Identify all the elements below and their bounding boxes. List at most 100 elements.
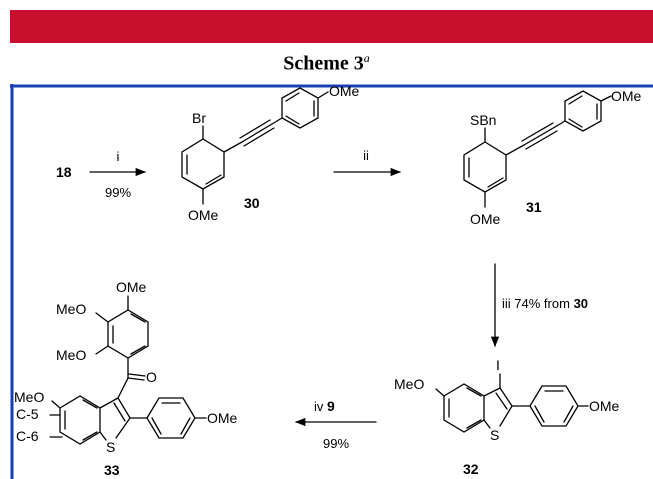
compound-31: SBn OMe OMe 31: [463, 88, 642, 227]
compound-33-meo-mid: MeO: [56, 301, 86, 317]
compound-32-aryl-ring: [529, 385, 579, 427]
compound-31-alkyne-link-b: [554, 120, 566, 128]
compound-33-c6-label: C-6: [16, 428, 39, 444]
compound-33: S MeO C-5 C-6 OMe O OMe MeO MeO 33: [14, 279, 238, 478]
compound-31-alkyne-1: [523, 126, 556, 146]
compound-30-ring-b: [281, 87, 319, 129]
compound-32-c2-c3-bond: [499, 387, 513, 407]
compound-30: Br OMe OMe 30: [181, 84, 360, 223]
compound-31-alkyne-3: [525, 130, 558, 150]
compound-30-ring-b-double-3: [285, 115, 300, 125]
compound-32-c2-s-bond: [499, 405, 513, 427]
compound-33-trimethoxy-ring: [107, 309, 149, 359]
compound-30-ome2-bond: [317, 91, 329, 99]
compound-30-ring-a-double-2: [205, 174, 222, 185]
compound-33-benzo-double-3: [82, 399, 98, 409]
compound-33-co-double-1: [127, 377, 145, 381]
step-iv-ref: 9: [327, 398, 335, 414]
compound-33-co-double-2: [128, 373, 146, 377]
compound-33-s-c7a-bond: [99, 431, 107, 441]
compound-33-c2-c3-bond: [117, 397, 131, 419]
scheme-title-superscript: a: [363, 51, 370, 65]
compound-32-c3-bond: [483, 387, 501, 397]
step-ii-reagent: ii: [363, 148, 369, 163]
compound-30-alkyne-link-a: [223, 141, 243, 153]
compound-30-label: 30: [244, 195, 260, 211]
compound-31-ring-a-double-2: [487, 177, 504, 188]
compound-32-ome: OMe: [589, 398, 620, 414]
compound-33-oxygen: O: [146, 369, 157, 385]
compound-33-aryl-double-3: [151, 417, 162, 435]
compound-33-meo-low: MeO: [56, 347, 86, 363]
compound-31-label: 31: [526, 199, 542, 215]
compound-33-meo-mid-bond: [95, 312, 109, 323]
compound-30-ring-a: [181, 138, 225, 190]
compound-33-tm-double-2: [130, 313, 146, 323]
compound-30-alkyne-2: [239, 119, 271, 139]
compound-31-sbn: SBn: [470, 112, 496, 128]
compound-30-ring-b-double-1: [285, 92, 300, 102]
compound-33-benzo-ring: [59, 395, 101, 445]
compound-32: S I MeO OMe 32: [394, 357, 620, 477]
compound-31-alkyne-2: [521, 122, 554, 142]
scheme-title-text: Scheme 3: [283, 52, 364, 75]
compound-32-meo-bond: [435, 388, 445, 397]
frame-border: [10, 84, 653, 479]
compound-32-benzo-double-3: [466, 387, 482, 397]
compound-31-ring-b: [564, 90, 602, 132]
step-iv-reagent: iv: [314, 399, 324, 414]
compound-32-aryl-double-2: [563, 405, 574, 423]
step-iii-reagent: iii: [502, 296, 511, 311]
compound-33-ome-top: OMe: [116, 279, 147, 295]
step-i-reagent: i: [117, 149, 120, 164]
compound-30-alkyne-3: [243, 127, 275, 147]
step-iii-yield: 74% from: [514, 296, 570, 311]
compound-31-ome: OMe: [470, 211, 501, 227]
compound-33-meo: MeO: [14, 389, 44, 405]
compound-33-c2-s-bond: [115, 417, 131, 439]
compound-33-aryl-double-2: [180, 417, 191, 435]
compound-31-ring-a: [463, 141, 507, 193]
compound-31-ome2: OMe: [611, 88, 642, 104]
compound-30-alkyne-link-b: [271, 117, 283, 125]
compound-33-aryl-ring: [146, 397, 196, 439]
compound-32-s-c7a-bond: [483, 419, 491, 429]
compound-32-iodo: I: [496, 357, 500, 373]
compound-33-ome: OMe: [207, 410, 238, 426]
compound-30-ome: OMe: [188, 207, 219, 223]
compound-30-br: Br: [192, 110, 206, 126]
compound-33-label: 33: [104, 462, 120, 478]
compound-32-label: 32: [463, 461, 479, 477]
scheme-title: Scheme 3a: [0, 51, 653, 76]
compound-33-carbonyl-bond: [117, 377, 129, 399]
compound-32-sulfur: S: [490, 427, 499, 443]
compound-30-ome2: OMe: [329, 84, 360, 99]
compound-32-c2-c3-double: [495, 392, 508, 410]
compound-33-meo-bond: [51, 400, 61, 409]
compound-32-benzo-ring: [443, 383, 485, 433]
compound-30-alkyne-1: [241, 123, 273, 143]
compound-32-aryl-double-3: [534, 405, 545, 423]
compound-33-benzo-double-2: [82, 431, 98, 441]
step-iii-label: iii 74% from 30: [502, 296, 588, 311]
reaction-scheme: 18 i 99% Br OMe OMe 30 ii SBn OMe: [10, 84, 653, 479]
step-iv-label: iv 9: [314, 398, 335, 414]
compound-32-meo: MeO: [394, 376, 424, 392]
compound-31-ome2-bond: [600, 95, 612, 102]
compound-33-tm-double-3: [130, 345, 146, 355]
compound-31-ring-b-double-3: [568, 118, 583, 128]
compound-33-c5-label: C-5: [16, 406, 39, 422]
title-banner: [10, 10, 653, 43]
compound-33-sulfur: S: [106, 439, 115, 455]
compound-32-benzo-double-2: [466, 419, 482, 429]
compound-31-alkyne-link-a: [505, 144, 525, 156]
compound-33-c2-c3-double: [113, 402, 126, 422]
compound-31-ring-b-double-1: [568, 95, 583, 105]
compound-33-meo-low-bond: [95, 345, 109, 355]
step-iv-yield: 99%: [323, 436, 349, 451]
step-i-yield: 99%: [105, 185, 131, 200]
banner-fill: [10, 10, 653, 43]
compound-33-c3-bond: [99, 397, 119, 409]
compound-18-label: 18: [56, 164, 72, 180]
scheme-frame: 18 i 99% Br OMe OMe 30 ii SBn OMe: [10, 84, 653, 479]
